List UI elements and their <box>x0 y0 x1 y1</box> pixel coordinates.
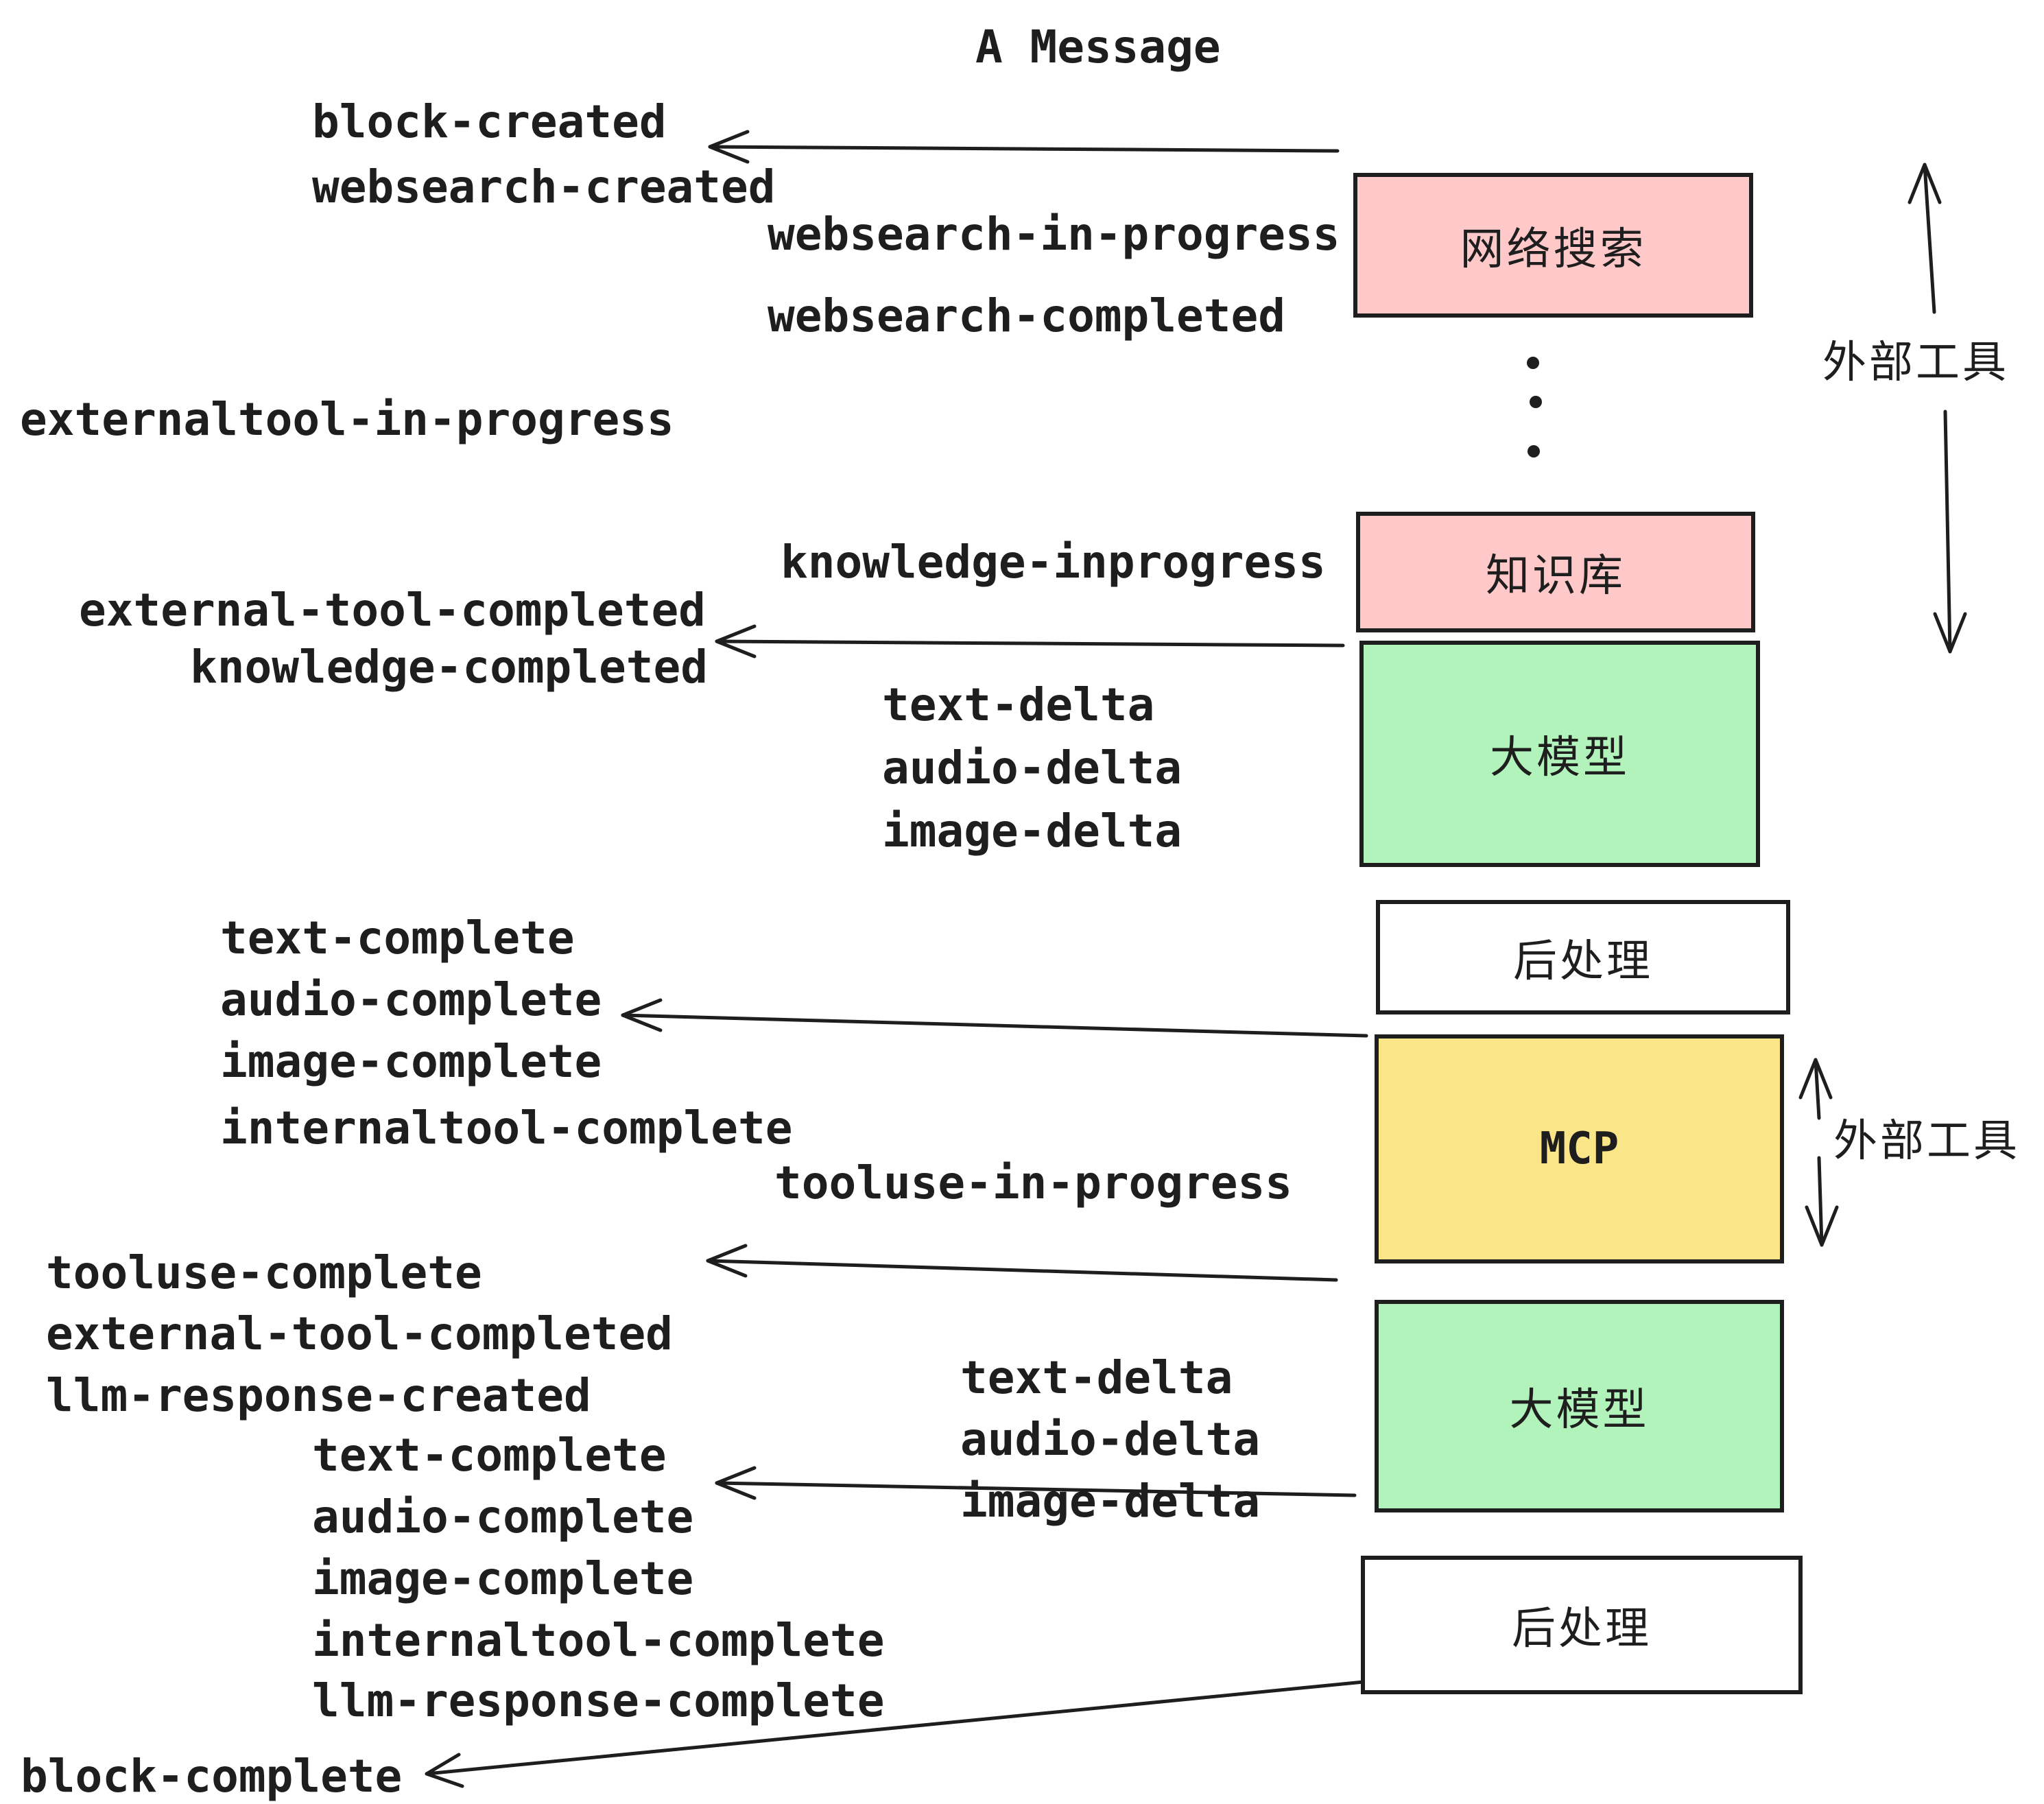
event-label-externaltool-in-progress: externaltool-in-progress <box>20 393 674 446</box>
arrow-knowledge-completed <box>715 624 1345 658</box>
event-label-image-delta: image-delta <box>882 805 1183 857</box>
node-llm-bottom-label: 大模型 <box>1509 1385 1650 1434</box>
arrow-block-created <box>708 130 1340 164</box>
event-label-image-complete-2: image-complete <box>312 1552 694 1605</box>
annotation-external-tools-top: 外部工具 <box>1822 337 2009 387</box>
arrow-external-tools-bottom-up <box>1798 1058 1833 1120</box>
arrow-external-tools-top-up <box>1908 163 1942 314</box>
event-label-external-tool-completed: external-tool-completed <box>79 584 706 637</box>
event-label-audio-complete-2: audio-complete <box>312 1491 694 1543</box>
event-label-block-complete: block-complete <box>21 1750 403 1803</box>
node-websearch: 网络搜索 <box>1353 173 1753 318</box>
arrow-external-tools-top-down <box>1933 410 1967 654</box>
event-label-text-delta: text-delta <box>882 678 1155 731</box>
event-label-audio-complete: audio-complete <box>220 973 602 1026</box>
event-label-llm-response-complete: llm-response-complete <box>312 1674 885 1727</box>
vertical-ellipsis-icon <box>1527 357 1542 458</box>
event-label-knowledge-inprogress: knowledge-inprogress <box>781 536 1326 589</box>
event-label-text-complete: text-complete <box>220 912 575 964</box>
event-label-knowledge-completed: knowledge-completed <box>190 641 708 693</box>
event-label-image-complete: image-complete <box>220 1035 602 1088</box>
event-label-text-delta-2: text-delta <box>960 1351 1233 1404</box>
node-mcp-label: MCP <box>1539 1124 1619 1174</box>
node-llm-top-label: 大模型 <box>1490 733 1630 782</box>
node-postprocess-top-label: 后处理 <box>1513 936 1653 986</box>
event-label-websearch-in-progress: websearch-in-progress <box>768 208 1340 261</box>
event-label-websearch-created: websearch-created <box>312 161 776 213</box>
event-label-llm-response-created: llm-response-created <box>46 1369 591 1422</box>
node-websearch-label: 网络搜索 <box>1460 224 1647 274</box>
event-label-block-created: block-created <box>312 95 667 148</box>
event-label-text-complete-2: text-complete <box>312 1429 667 1482</box>
annotation-external-tools-bottom: 外部工具 <box>1833 1116 2020 1165</box>
arrow-tooluse-complete <box>706 1244 1338 1282</box>
event-label-tooluse-in-progress: tooluse-in-progress <box>774 1156 1292 1209</box>
event-label-internaltool-complete: internaltool-complete <box>220 1102 793 1154</box>
node-llm-bottom: 大模型 <box>1375 1300 1784 1512</box>
node-postprocess-bottom: 后处理 <box>1361 1556 1803 1694</box>
event-label-tooluse-complete: tooluse-complete <box>46 1246 482 1299</box>
event-label-audio-delta: audio-delta <box>882 741 1183 794</box>
event-label-websearch-completed: websearch-completed <box>768 289 1285 342</box>
node-postprocess-top: 后处理 <box>1376 900 1790 1014</box>
arrow-image-complete <box>621 998 1368 1038</box>
event-label-external-tool-completed-2: external-tool-completed <box>46 1307 673 1360</box>
event-label-image-delta-2: image-delta <box>960 1475 1261 1528</box>
arrow-external-tools-bottom-down <box>1805 1156 1839 1247</box>
node-mcp: MCP <box>1375 1034 1784 1263</box>
node-knowledge-base-label: 知识库 <box>1486 551 1626 600</box>
node-knowledge-base: 知识库 <box>1356 512 1755 632</box>
node-postprocess-bottom-label: 后处理 <box>1512 1604 1652 1653</box>
page-title: A Message <box>975 21 1221 73</box>
event-label-audio-delta-2: audio-delta <box>960 1413 1261 1466</box>
event-label-internaltool-complete-2: internaltool-complete <box>312 1614 885 1667</box>
node-llm-top: 大模型 <box>1359 641 1760 867</box>
